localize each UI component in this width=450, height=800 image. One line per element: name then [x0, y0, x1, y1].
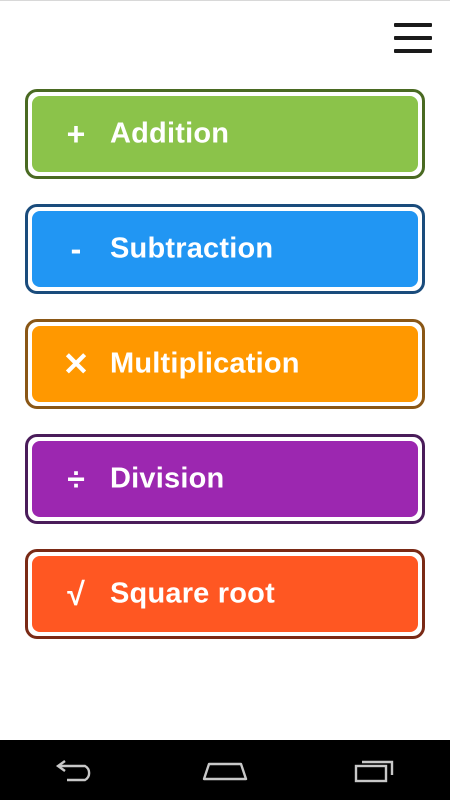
multiplication-label: Multiplication	[110, 347, 300, 380]
back-arrow-icon	[55, 760, 91, 782]
multiplication-button[interactable]: ✕ Multiplication	[25, 319, 425, 409]
hamburger-menu-icon-bar	[394, 49, 432, 53]
minus-icon: -	[70, 231, 82, 267]
operations-list: + Addition - Subtraction ✕ Multiplicatio…	[25, 89, 425, 664]
divide-icon: ÷	[67, 461, 85, 497]
subtraction-button[interactable]: - Subtraction	[25, 204, 425, 294]
plus-icon: +	[66, 116, 86, 152]
division-button-face	[32, 441, 418, 517]
home-button[interactable]	[195, 750, 255, 790]
hamburger-menu-icon-bar	[394, 36, 432, 40]
addition-button-face	[32, 96, 418, 172]
hamburger-menu-icon	[394, 23, 432, 27]
addition-label: Addition	[110, 117, 230, 150]
home-icon	[202, 762, 248, 781]
menu-button[interactable]	[394, 23, 434, 53]
square-root-button-face	[32, 556, 418, 632]
subtraction-button-face	[32, 211, 418, 287]
system-navigation-bar	[0, 740, 450, 800]
division-label: Division	[110, 462, 225, 495]
recent-apps-button[interactable]	[345, 750, 405, 790]
division-button[interactable]: ÷ Division	[25, 434, 425, 524]
addition-button[interactable]: + Addition	[25, 89, 425, 179]
square-root-icon: √	[67, 576, 85, 612]
square-root-button[interactable]: √ Square root	[25, 549, 425, 639]
back-button[interactable]	[45, 750, 105, 790]
multiply-icon: ✕	[62, 346, 90, 382]
subtraction-label: Subtraction	[110, 232, 274, 265]
square-root-label: Square root	[110, 577, 275, 610]
multiplication-button-face	[32, 326, 418, 402]
recent-apps-icon	[354, 760, 394, 783]
